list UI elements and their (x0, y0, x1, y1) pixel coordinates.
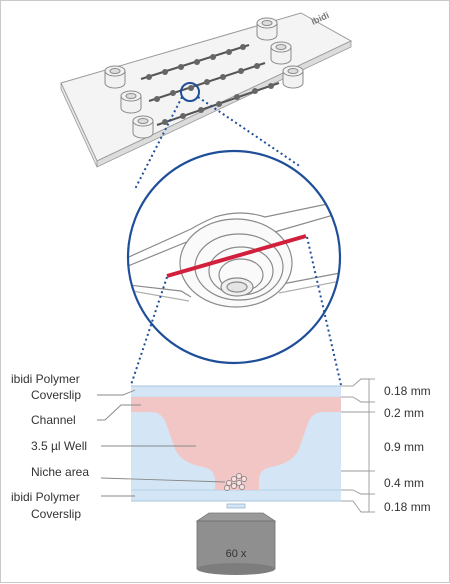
niche-cells (224, 473, 247, 491)
dim-top-coverslip: 0.18 mm (384, 384, 431, 398)
label-top-coverslip-line1: ibidi Polymer (11, 372, 80, 386)
cross-section (131, 385, 341, 502)
label-channel: Channel (31, 413, 76, 427)
dim-channel: 0.2 mm (384, 406, 424, 420)
dim-niche: 0.4 mm (384, 476, 424, 490)
label-bottom-coverslip-line1: ibidi Polymer (11, 490, 80, 504)
channel-row-1 (140, 44, 250, 80)
label-top-coverslip-line2: Coverslip (31, 388, 81, 402)
zoom-lines-top (134, 96, 302, 190)
dim-well: 0.9 mm (384, 440, 424, 454)
zoom-lines-bottom (130, 236, 342, 386)
zoom-circle (126, 149, 342, 365)
section-line (166, 234, 307, 278)
label-niche: Niche area (31, 465, 89, 479)
objective-label: 60 x (226, 548, 247, 560)
label-well: 3.5 µl Well (31, 439, 87, 453)
mu-slide: ibidi (60, 10, 353, 168)
reservoirs (104, 17, 304, 139)
highlight-circle (180, 82, 200, 102)
channel-row-3 (156, 82, 280, 126)
channel-row-2 (148, 62, 266, 102)
dimension-labels: 0.18 mm 0.2 mm 0.9 mm 0.4 mm 0.18 mm (384, 384, 431, 514)
medium-region (131, 397, 341, 490)
label-bottom-coverslip-line2: Coverslip (31, 507, 81, 521)
dim-bottom-coverslip: 0.18 mm (384, 500, 431, 514)
objective-lens: 60 x (195, 503, 277, 575)
dimension-bracket (341, 378, 375, 513)
left-labels: ibidi Polymer Coverslip Channel 3.5 µl W… (11, 372, 226, 521)
